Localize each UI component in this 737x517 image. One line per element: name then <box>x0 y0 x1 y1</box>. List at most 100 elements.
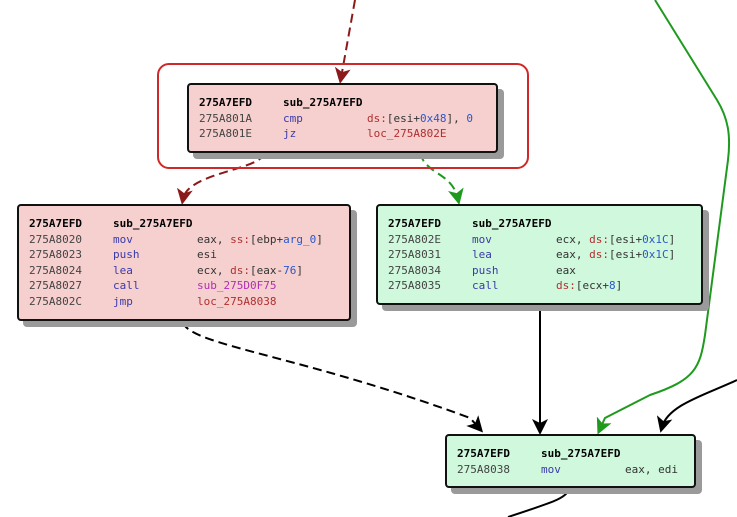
operand-token: eax <box>556 263 576 277</box>
header-function-name: sub_275A7EFD <box>283 96 363 109</box>
instruction-operands: ds:[ecx+8] <box>556 279 622 292</box>
instruction-row[interactable]: 275A801E jz loc_275A802E <box>199 126 486 142</box>
operand-token: ds: <box>367 111 387 125</box>
instruction-mnemonic: mov <box>113 232 133 246</box>
instruction-row[interactable]: 275A8031 lea eax, ds:[esi+0x1C] <box>388 247 691 263</box>
instruction-operands: eax, ds:[esi+0x1C] <box>556 248 675 261</box>
operand-token[interactable]: loc_275A802E <box>367 127 447 140</box>
instruction-address: 275A801E <box>199 127 252 140</box>
node-header: 275A7EFD sub_275A7EFD <box>388 216 691 232</box>
instruction-mnemonic: cmp <box>283 111 303 125</box>
header-address: 275A7EFD <box>457 447 510 460</box>
instruction-row[interactable]: 275A802C jmp loc_275A8038 <box>29 294 339 310</box>
instruction-address: 275A802C <box>29 294 82 308</box>
operand-token: ] <box>668 232 676 246</box>
instruction-address: 275A8034 <box>388 263 441 277</box>
operand-token: ] <box>668 248 676 261</box>
node-header: 275A7EFD sub_275A7EFD <box>199 95 486 111</box>
instruction-mnemonic: call <box>472 279 499 292</box>
instruction-address: 275A8027 <box>29 279 82 292</box>
operand-token: eax, edi <box>625 462 678 476</box>
instruction-operands: ecx, ds:[eax-76] <box>197 264 303 277</box>
operand-token: [esi+ <box>386 111 420 125</box>
header-function-name: sub_275A7EFD <box>113 217 193 230</box>
node-header: 275A7EFD sub_275A7EFD <box>457 446 684 462</box>
instruction-row[interactable]: 275A802E mov ecx, ds:[esi+0x1C] <box>388 232 691 248</box>
operand-token: [ecx+ <box>575 279 609 292</box>
header-function-name: sub_275A7EFD <box>472 217 552 230</box>
instruction-operands: loc_275A802E <box>367 127 446 140</box>
header-address: 275A7EFD <box>199 96 252 109</box>
instruction-row[interactable]: 275A8034 push eax <box>388 263 691 279</box>
instruction-address: 275A8035 <box>388 279 441 292</box>
header-address: 275A7EFD <box>388 217 441 230</box>
instruction-address: 275A8031 <box>388 248 441 261</box>
edge-left-to-bottom <box>182 321 484 433</box>
operand-token[interactable]: sub_275D0F75 <box>197 279 277 292</box>
operand-token: 8 <box>609 279 616 292</box>
instruction-operands: ds:[esi+0x48], 0 <box>367 112 473 125</box>
instruction-row[interactable]: 275A8023 push esi <box>29 247 339 263</box>
edge-external-right-to-bottom <box>656 379 737 433</box>
instruction-mnemonic: jz <box>283 127 297 140</box>
operand-token: 0 <box>466 111 473 125</box>
instruction-mnemonic: mov <box>472 232 492 246</box>
operand-token: ecx, <box>556 232 590 246</box>
instruction-row[interactable]: 275A8024 lea ecx, ds:[eax-76] <box>29 263 339 279</box>
operand-token: ecx, <box>197 263 231 277</box>
instruction-mnemonic: push <box>113 248 140 261</box>
instruction-address: 275A8023 <box>29 248 82 261</box>
operand-token: eax, <box>197 232 231 246</box>
operand-token: arg_0 <box>283 232 317 246</box>
node-bottom[interactable]: 275A7EFD sub_275A7EFD 275A8038 mov eax, edi <box>445 434 696 488</box>
instruction-address: 275A8020 <box>29 232 82 246</box>
operand-token: ss: <box>230 232 250 246</box>
operand-token: 0x48 <box>420 111 447 125</box>
edge-top-to-left <box>176 152 265 205</box>
instruction-operands: eax, edi <box>625 463 678 476</box>
instruction-operands: sub_275D0F75 <box>197 279 276 292</box>
instruction-mnemonic: mov <box>541 462 561 476</box>
operand-token: ] <box>615 279 623 292</box>
instruction-row[interactable]: 275A801A cmp ds:[esi+0x48], 0 <box>199 111 486 127</box>
operand-token: ] <box>316 232 323 246</box>
operand-token: esi <box>197 248 217 261</box>
instruction-mnemonic: call <box>113 279 140 292</box>
header-address: 275A7EFD <box>29 217 82 230</box>
instruction-row[interactable]: 275A8038 mov eax, edi <box>457 462 684 478</box>
instruction-operands: esi <box>197 248 217 261</box>
edge-bottom-outgoing <box>507 486 571 517</box>
operand-token: ], <box>446 111 467 125</box>
instruction-address: 275A8024 <box>29 263 82 277</box>
operand-token: 0x1C <box>642 248 669 261</box>
operand-token: [esi+ <box>609 232 643 246</box>
instruction-address: 275A801A <box>199 111 252 125</box>
instruction-row[interactable]: 275A8020 mov eax, ss:[ebp+arg_0] <box>29 232 339 248</box>
instruction-mnemonic: push <box>472 263 499 277</box>
operand-token: ds: <box>589 232 609 246</box>
operand-token: 0x1C <box>642 232 669 246</box>
instruction-mnemonic: lea <box>472 248 492 261</box>
operand-token: [ebp+ <box>250 232 284 246</box>
instruction-address: 275A802E <box>388 232 441 246</box>
operand-token: eax, <box>556 248 590 261</box>
operand-token: ds: <box>556 279 576 292</box>
instruction-row[interactable]: 275A8035 call ds:[ecx+8] <box>388 278 691 294</box>
operand-token: [eax- <box>250 263 284 277</box>
instruction-mnemonic: lea <box>113 263 133 277</box>
instruction-mnemonic: jmp <box>113 294 133 308</box>
header-function-name: sub_275A7EFD <box>541 447 621 460</box>
instruction-operands: loc_275A8038 <box>197 295 276 308</box>
operand-token[interactable]: loc_275A8038 <box>197 294 277 308</box>
edge-green-external-to-bottom <box>596 0 731 435</box>
instruction-row[interactable]: 275A8027 call sub_275D0F75 <box>29 278 339 294</box>
operand-token: [esi+ <box>609 248 643 261</box>
operand-token: ds: <box>230 263 250 277</box>
operand-token: ds: <box>589 248 609 261</box>
instruction-address: 275A8038 <box>457 462 510 476</box>
selected-node-highlight <box>157 63 529 169</box>
